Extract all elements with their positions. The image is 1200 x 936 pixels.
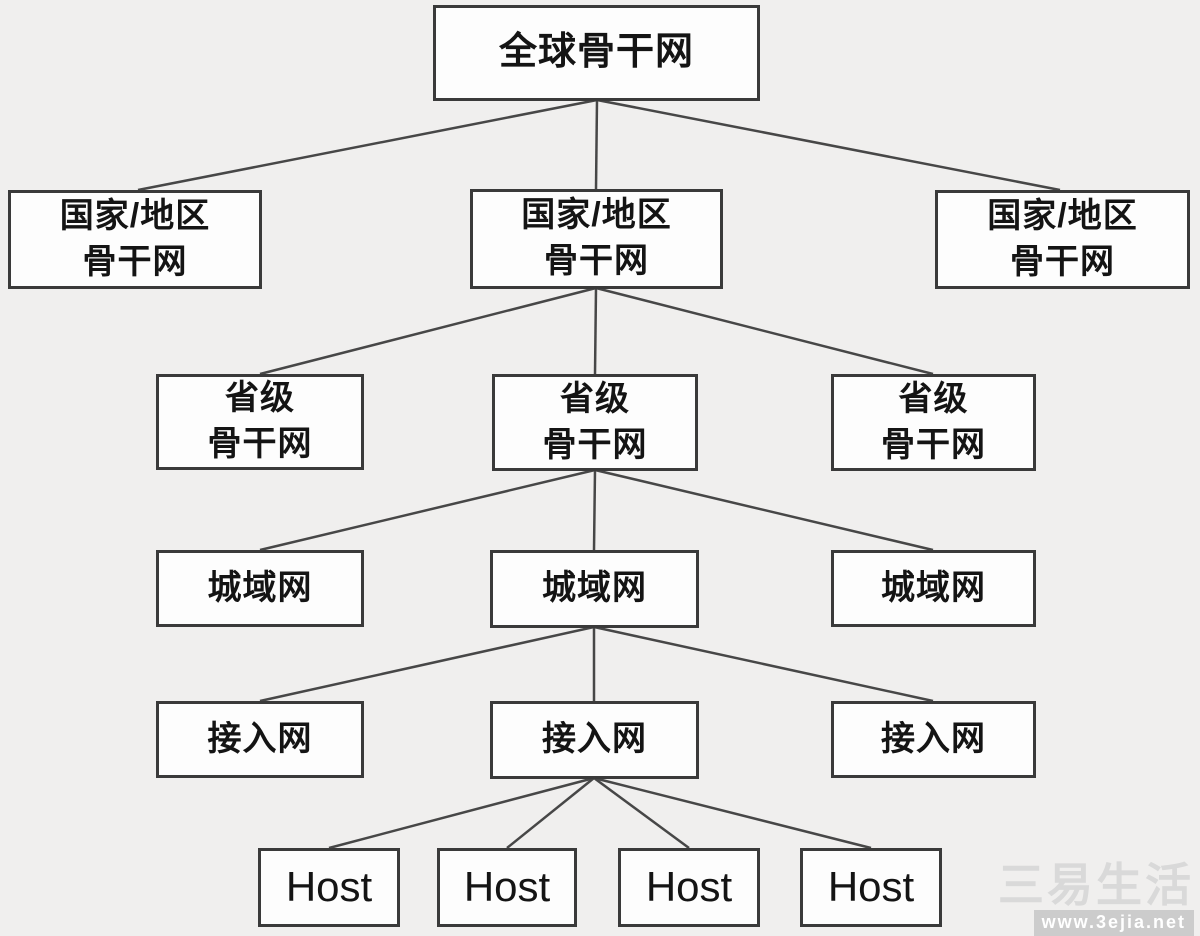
node-host-1: Host — [258, 848, 400, 927]
connector-line — [593, 776, 690, 850]
node-provincial-backbone-right: 省级 骨干网 — [831, 374, 1036, 471]
node-host-4: Host — [800, 848, 942, 927]
node-label: 国家/地区 骨干网 — [59, 196, 211, 281]
watermark: 三易生活 www.3ejia.net — [998, 862, 1194, 936]
connector-line — [328, 776, 595, 850]
node-label: 接入网 — [542, 720, 647, 759]
connector-line — [593, 776, 872, 850]
watermark-url: www.3ejia.net — [1033, 910, 1194, 936]
node-label: 国家/地区 骨干网 — [521, 196, 672, 280]
node-label: 省级 骨干网 — [881, 379, 986, 464]
node-provincial-backbone-left: 省级 骨干网 — [156, 374, 364, 470]
connector-line — [592, 469, 597, 551]
node-metro-network-center: 城域网 — [490, 550, 699, 628]
watermark-logo: 三易生活 — [998, 859, 1194, 911]
node-national-backbone-right: 国家/地区 骨干网 — [935, 190, 1190, 289]
connector-line — [506, 777, 595, 849]
connector-line — [137, 98, 598, 192]
connector-line — [594, 468, 934, 552]
connector-line — [259, 468, 596, 552]
node-metro-network-left: 城域网 — [156, 550, 364, 627]
node-label: Host — [463, 863, 551, 911]
node-label: 城域网 — [881, 568, 986, 607]
node-label: Host — [285, 863, 373, 911]
node-label: 接入网 — [881, 719, 986, 758]
node-label: 省级 骨干网 — [542, 379, 648, 464]
node-label: 城域网 — [207, 568, 313, 607]
node-label: 国家/地区 骨干网 — [987, 196, 1138, 281]
node-host-3: Host — [618, 848, 760, 927]
node-label: 省级 骨干网 — [207, 379, 313, 463]
node-label: Host — [827, 863, 915, 911]
node-label: 城域网 — [542, 569, 647, 608]
node-access-network-left: 接入网 — [156, 701, 364, 778]
connector-line — [593, 287, 598, 375]
connector-line — [259, 625, 595, 703]
node-national-backbone-center: 国家/地区 骨干网 — [470, 189, 723, 289]
node-label: Host — [645, 863, 733, 911]
node-access-network-center: 接入网 — [490, 701, 699, 779]
node-label: 接入网 — [207, 719, 313, 758]
connector-line — [593, 625, 934, 703]
node-label: 全球骨干网 — [498, 31, 694, 74]
node-metro-network-right: 城域网 — [831, 550, 1036, 627]
connector-line — [594, 99, 599, 190]
connector-line — [596, 98, 1061, 192]
node-provincial-backbone-center: 省级 骨干网 — [492, 374, 698, 471]
node-national-backbone-left: 国家/地区 骨干网 — [8, 190, 262, 289]
node-host-2: Host — [437, 848, 577, 927]
connector-line — [259, 286, 597, 376]
connector-line — [595, 286, 934, 376]
node-global-backbone: 全球骨干网 — [433, 5, 760, 101]
node-access-network-right: 接入网 — [831, 701, 1036, 778]
